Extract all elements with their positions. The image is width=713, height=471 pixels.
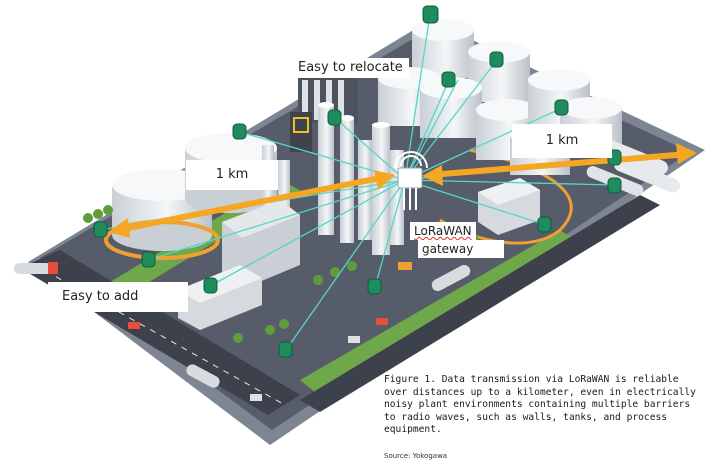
sensor-nodes xyxy=(93,5,622,358)
label-easy-to-add: Easy to add xyxy=(48,282,188,312)
label-gateway: gateway xyxy=(418,240,504,258)
sensor-icon xyxy=(441,71,456,88)
label-lorawan: LoRaWAN xyxy=(410,222,476,240)
sensor-icon xyxy=(327,109,342,126)
sensor-icon xyxy=(607,177,622,194)
figure-caption: Figure 1. Data transmission via LoRaWAN … xyxy=(384,374,696,436)
sensor-icon xyxy=(141,251,156,268)
sensor-icon xyxy=(278,341,293,358)
process-units xyxy=(262,75,404,255)
sensor-icon xyxy=(422,5,439,24)
distance-arrow-right xyxy=(422,143,697,186)
sensor-icon xyxy=(203,277,218,294)
station-building xyxy=(478,178,540,235)
road-2 xyxy=(300,195,660,412)
sensor-icon xyxy=(93,221,108,238)
sensor-icon xyxy=(367,278,382,295)
figure-source: Source: Yokogawa xyxy=(384,452,448,460)
sensor-icon xyxy=(232,123,247,140)
label-1km-left: 1 km xyxy=(186,160,278,190)
label-easy-to-relocate: Easy to relocate xyxy=(292,58,409,78)
small-building xyxy=(178,265,262,330)
label-1km-right: 1 km xyxy=(512,124,612,158)
grass-strip-2 xyxy=(300,230,575,392)
vehicles xyxy=(14,262,471,401)
sensor-icon xyxy=(489,51,504,68)
sensor-icon xyxy=(554,99,569,116)
sensor-icon xyxy=(537,216,552,233)
lorawan-gateway-icon xyxy=(394,151,428,210)
distance-arrow-left xyxy=(108,170,395,238)
